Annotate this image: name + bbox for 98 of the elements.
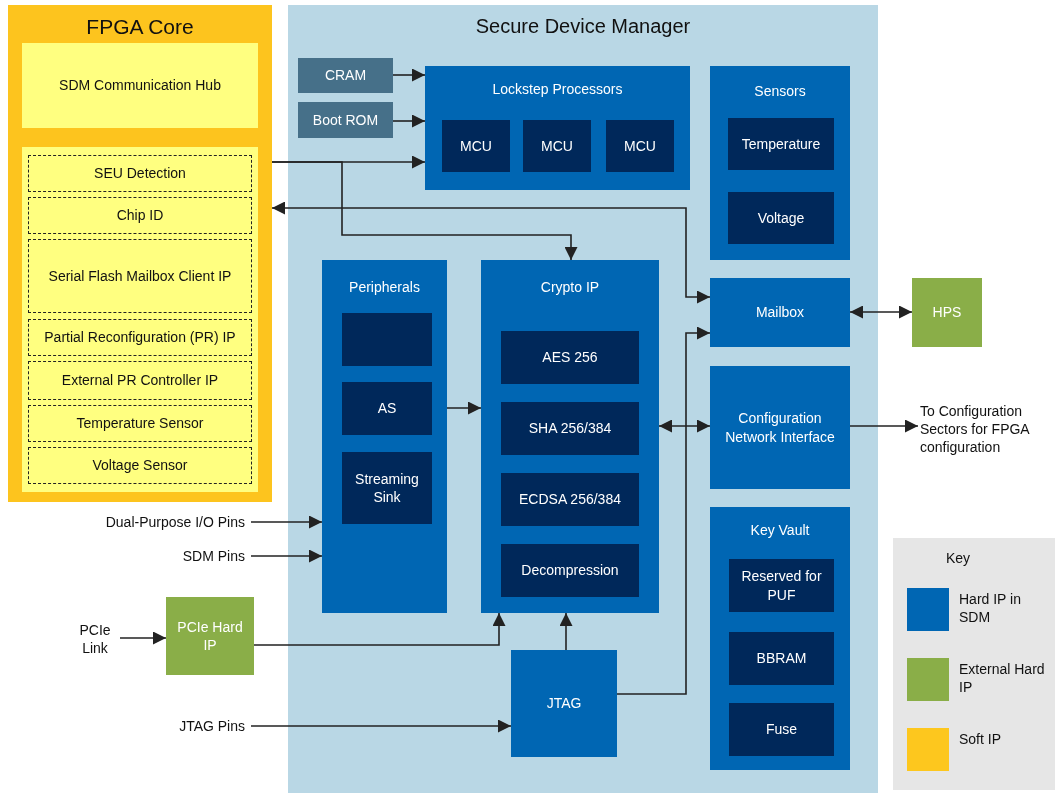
sub-block	[342, 382, 432, 435]
arrow	[253, 612, 506, 646]
hard-ip-block	[481, 260, 659, 613]
hard-ip-block	[425, 66, 690, 190]
block-label: Boot ROM	[312, 110, 379, 130]
block-title: FPGA Core	[85, 14, 195, 40]
sub-block	[501, 402, 639, 455]
block-label: Chip ID	[116, 206, 164, 225]
block-label: Streaming Sink	[354, 469, 420, 507]
sdm-panel	[288, 5, 878, 793]
block-label: MCU	[624, 136, 656, 156]
sub-block	[342, 313, 432, 366]
soft-ip-block	[28, 197, 252, 234]
soft-ip-block	[28, 239, 252, 313]
soft-ip-block	[28, 405, 252, 442]
block-label: Reserved for PUF	[740, 567, 823, 604]
block-label: Voltage Sensor	[92, 456, 188, 475]
arrow	[250, 515, 323, 529]
block-label: CRAM	[324, 66, 367, 85]
memory-block	[298, 58, 393, 93]
arrow	[616, 326, 711, 695]
hard-ip-block	[511, 650, 617, 757]
hard-ip-block	[322, 260, 447, 613]
target-label: To Configuration Sectors for FPGA configuration	[920, 401, 1060, 457]
soft-ip-panel	[8, 5, 272, 502]
external-ip-block	[166, 597, 254, 675]
block-label: Configuration Network Interface	[724, 409, 836, 446]
hard-ip-block	[710, 278, 850, 347]
block-label: Temperature	[741, 134, 821, 154]
block-label: HPS	[932, 303, 962, 322]
arrow	[849, 419, 919, 433]
hard-ip-block	[710, 66, 850, 260]
sub-block	[728, 192, 834, 244]
external-ip-block	[912, 278, 982, 347]
memory-block	[298, 102, 393, 138]
mcu-block	[442, 120, 510, 172]
block-title: Sensors	[753, 82, 807, 101]
block-label: Fuse	[765, 720, 798, 739]
sub-block	[729, 632, 834, 685]
block-label: ECDSA 256/384	[519, 490, 621, 509]
block-title: Crypto IP	[539, 278, 601, 297]
block-label: JTAG	[546, 694, 582, 713]
block-label: Voltage	[757, 208, 805, 228]
arrow	[250, 719, 512, 733]
mcu-block	[606, 120, 674, 172]
arrow	[392, 68, 426, 82]
legend-text: External Hard IP	[959, 660, 1046, 697]
pin-label: SDM Pins	[130, 546, 245, 566]
arrow	[271, 201, 711, 304]
block-label: SEU Detection	[94, 164, 186, 183]
block-label: PCIe Hard IP	[176, 617, 244, 655]
arrow	[658, 419, 711, 433]
block-label: Temperature Sensor	[76, 414, 204, 433]
block-title: Lockstep Processors	[491, 80, 624, 99]
legend-title: Key	[944, 549, 972, 568]
sub-block	[501, 331, 639, 384]
soft-ip-group-panel	[22, 147, 258, 492]
soft-ip-block	[28, 361, 252, 400]
block-label: SDM Communication Hub	[59, 76, 221, 95]
sub-block	[342, 452, 432, 524]
block-label: Serial Flash Mailbox Client IP	[48, 266, 232, 286]
block-label: AES 256	[542, 348, 598, 367]
block-label: Mailbox	[755, 303, 805, 322]
pin-label: Dual-Purpose I/O Pins	[40, 512, 245, 532]
block-title: Secure Device Manager	[474, 14, 692, 39]
block-label: MCU	[460, 136, 492, 156]
block-label: Partial Reconfiguration (PR) IP	[44, 328, 236, 347]
arrow	[559, 612, 573, 651]
block-label: SHA 256/384	[528, 419, 612, 438]
pin-label: JTAG Pins	[130, 716, 245, 736]
block-title: Key Vault	[749, 521, 811, 540]
sub-block	[728, 118, 834, 170]
hard-ip-block	[710, 366, 850, 489]
sub-block	[729, 559, 834, 612]
legend-text: Hard IP in SDM	[959, 590, 1022, 627]
arrow	[271, 161, 578, 261]
arrow	[250, 549, 323, 563]
block-label: MCU	[541, 136, 573, 156]
block-label: External PR Controller IP	[61, 371, 219, 390]
soft-ip-block	[22, 43, 258, 128]
sub-block	[501, 544, 639, 597]
soft-ip-block	[28, 155, 252, 192]
sub-block	[729, 703, 834, 756]
arrow	[849, 305, 913, 319]
soft-ip-block	[28, 319, 252, 356]
block-label: Decompression	[521, 561, 619, 580]
hard-ip-block	[710, 507, 850, 770]
link-label: PCIe Link	[72, 620, 118, 658]
block-title: Peripherals	[348, 278, 421, 297]
soft-ip-block	[28, 447, 252, 484]
block-label: AS	[377, 399, 397, 418]
block-label: BBRAM	[756, 649, 807, 668]
arrow	[446, 401, 482, 415]
legend-text: Soft IP	[959, 730, 1003, 749]
arrow	[119, 631, 167, 645]
sub-block	[501, 473, 639, 526]
arrow	[392, 114, 426, 128]
mcu-block	[523, 120, 591, 172]
